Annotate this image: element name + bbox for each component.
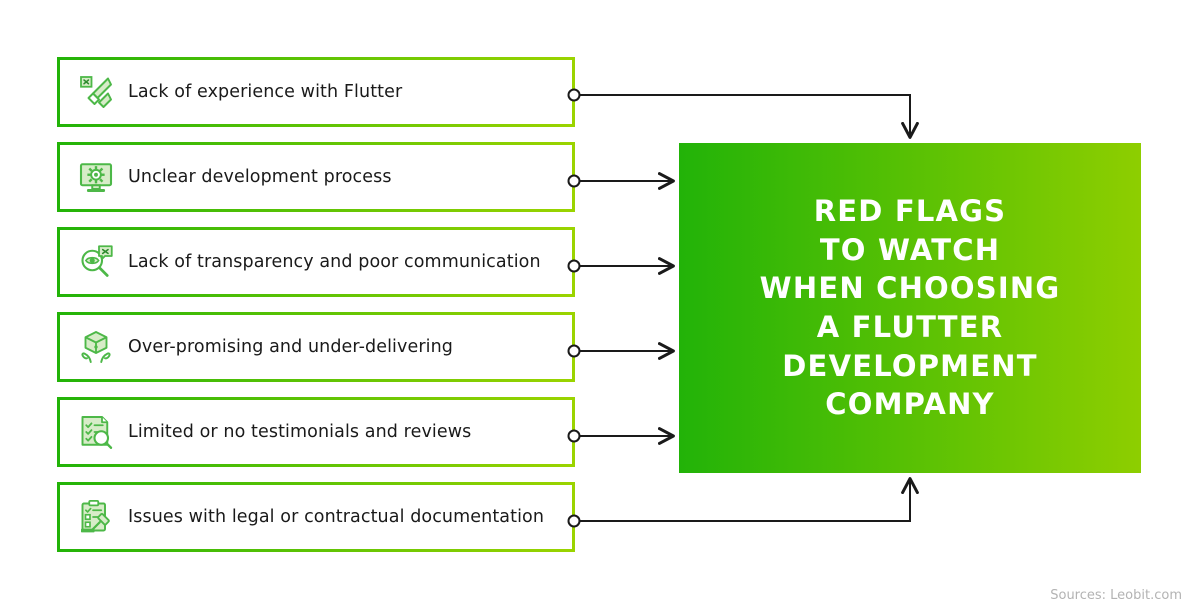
source-attribution: Sources: Leobit.com xyxy=(1050,588,1182,603)
list-item-label: Lack of experience with Flutter xyxy=(128,82,403,102)
page-title-line: TO WATCH xyxy=(819,232,1001,267)
list-item-label: Issues with legal or contractual documen… xyxy=(128,507,545,527)
list-item[interactable]: Unclear development process xyxy=(57,142,575,212)
list-item[interactable]: Over-promising and under-delivering xyxy=(57,312,575,382)
page-title-line: WHEN CHOOSING xyxy=(759,271,1061,306)
list-item[interactable]: Limited or no testimonials and reviews xyxy=(57,397,575,467)
card-content: Limited or no testimonials and reviews xyxy=(60,400,572,464)
red-flags-list: Lack of experience with Flutter xyxy=(57,57,575,567)
box-in-hands-icon xyxy=(76,327,116,367)
card-content: Issues with legal or contractual documen… xyxy=(60,485,572,549)
card-content: Unclear development process xyxy=(60,145,572,209)
connector-row-6 xyxy=(580,479,910,522)
card-content: Over-promising and under-delivering xyxy=(60,315,572,379)
list-item-label: Over-promising and under-delivering xyxy=(128,337,453,357)
list-item[interactable]: Lack of experience with Flutter xyxy=(57,57,575,127)
list-item[interactable]: Lack of transparency and poor communicat… xyxy=(57,227,575,297)
page-title-line: COMPANY xyxy=(825,387,995,422)
page-title-line: A FLUTTER xyxy=(816,310,1004,344)
card-content: Lack of transparency and poor communicat… xyxy=(60,230,572,294)
page-title-line: DEVELOPMENT xyxy=(782,348,1038,383)
checklist-magnifier-icon xyxy=(76,412,116,452)
card-content: Lack of experience with Flutter xyxy=(60,60,572,124)
list-item[interactable]: Issues with legal or contractual documen… xyxy=(57,482,575,552)
list-item-label: Unclear development process xyxy=(128,167,392,187)
list-item-label: Limited or no testimonials and reviews xyxy=(128,422,472,442)
flutter-x-icon xyxy=(76,72,116,112)
list-item-label: Lack of transparency and poor communicat… xyxy=(128,252,541,272)
page-title-line: RED FLAGS xyxy=(813,194,1007,229)
monitor-gear-icon xyxy=(76,157,116,197)
clipboard-gavel-icon xyxy=(76,497,116,537)
connector-row-1 xyxy=(580,94,910,137)
magnifier-eye-chat-x-icon xyxy=(76,242,116,282)
